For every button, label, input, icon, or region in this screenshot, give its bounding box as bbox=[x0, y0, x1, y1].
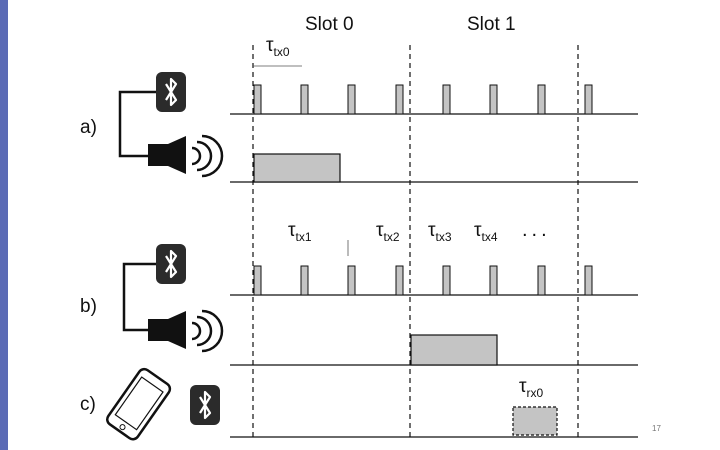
row-b-pulse bbox=[347, 265, 356, 296]
row-b-pulse bbox=[489, 265, 498, 296]
row-a-pulse bbox=[584, 84, 593, 115]
row-a-pulse bbox=[442, 84, 451, 115]
bluetooth-icon bbox=[156, 72, 186, 112]
speaker-icon bbox=[148, 134, 224, 178]
row-a-pulse bbox=[395, 84, 404, 115]
row-b-pulse bbox=[300, 265, 309, 296]
row-b-audio-block bbox=[410, 334, 498, 366]
row-b-connector bbox=[122, 262, 158, 332]
row-a-pulse bbox=[489, 84, 498, 115]
tau-tx2-label: τtx2 bbox=[376, 220, 400, 244]
row-b-label: b) bbox=[80, 296, 97, 317]
row-b-pulse bbox=[584, 265, 593, 296]
row-c-devices bbox=[106, 367, 220, 441]
tau-tx0-annotation: τtx0 bbox=[253, 35, 302, 67]
smartphone-icon bbox=[106, 367, 172, 441]
tau-tx4-label: τtx4 bbox=[474, 220, 498, 244]
row-a-connector bbox=[118, 90, 158, 158]
row-a-devices bbox=[118, 72, 224, 178]
slot-0-label: Slot 0 bbox=[305, 14, 354, 35]
row-b-pulse bbox=[442, 265, 451, 296]
tau-rx0-label: τrx0 bbox=[519, 376, 544, 400]
timeline-baselines bbox=[230, 113, 638, 438]
row-b-pulse bbox=[537, 265, 546, 296]
row-a-pulse bbox=[347, 84, 356, 115]
row-c-label: c) bbox=[80, 394, 96, 415]
svg-text:τtx0: τtx0 bbox=[266, 35, 290, 59]
speaker-icon bbox=[148, 309, 224, 353]
slot-1-label: Slot 1 bbox=[467, 14, 516, 35]
slide-accent-bar bbox=[0, 0, 8, 450]
row-a-pulses bbox=[253, 84, 593, 115]
tau-tx3-label: τtx3 bbox=[428, 220, 452, 244]
bluetooth-icon bbox=[156, 244, 186, 284]
row-a-pulse bbox=[537, 84, 546, 115]
row-a-pulse bbox=[253, 84, 262, 115]
slot-boundaries bbox=[252, 45, 579, 437]
row-b-devices bbox=[122, 244, 224, 353]
row-a-audio-block bbox=[253, 153, 341, 183]
row-c-rx-block bbox=[512, 406, 558, 436]
row-a-pulse bbox=[300, 84, 309, 115]
page-number: 17 bbox=[652, 424, 661, 433]
bluetooth-icon bbox=[190, 385, 220, 425]
ellipsis-label: ... bbox=[522, 219, 551, 241]
tau-tx1-label: τtx1 bbox=[288, 220, 312, 244]
row-b-pulse bbox=[395, 265, 404, 296]
row-a-label: a) bbox=[80, 117, 97, 138]
row-b-pulse bbox=[253, 265, 262, 296]
row-b-pulses bbox=[253, 265, 593, 296]
